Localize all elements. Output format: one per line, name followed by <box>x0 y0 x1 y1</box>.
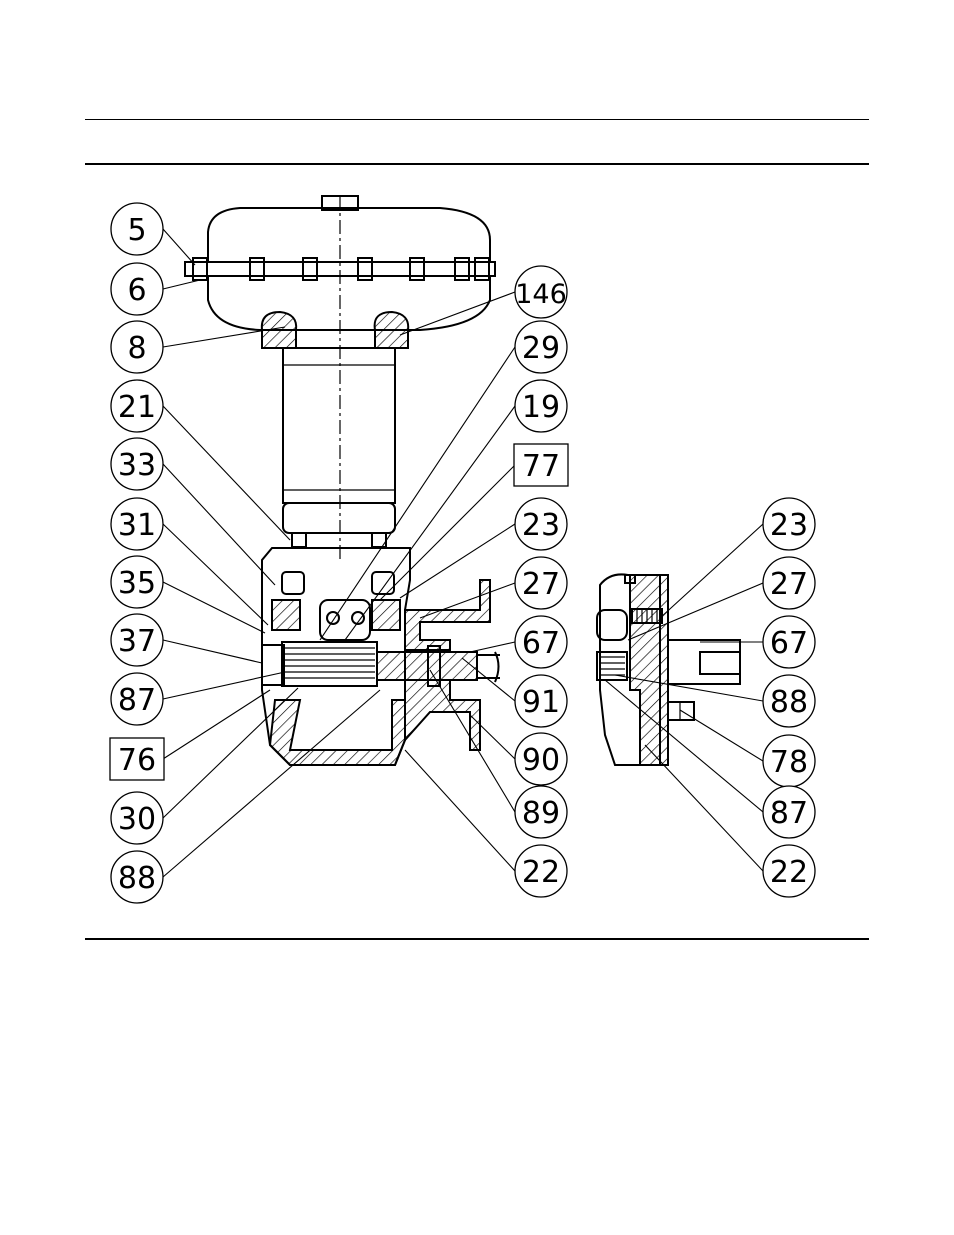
leader-m67 <box>470 642 515 652</box>
callout-label-r88: 88 <box>770 685 808 720</box>
leader-m22 <box>405 750 515 871</box>
diaphragm-case-bottom <box>208 276 490 330</box>
leader-m146 <box>400 292 515 335</box>
callout-label-c76: 76 <box>118 743 156 778</box>
leader-c5 <box>163 229 195 265</box>
callout-label-r22: 22 <box>770 855 808 890</box>
leader-c6 <box>163 280 200 289</box>
callout-label-r87: 87 <box>770 796 808 831</box>
callout-label-r23: 23 <box>770 508 808 543</box>
callout-label-c88: 88 <box>118 861 156 896</box>
callout-label-m146: 146 <box>515 279 567 310</box>
leader-c76 <box>163 690 270 759</box>
leader-c21 <box>163 406 290 540</box>
leader-c31 <box>163 524 268 625</box>
callout-label-c37: 37 <box>118 624 156 659</box>
callout-balloons: 5 6 8 21 33 31 35 37 87 76 30 88 146 29 19 77 23 27 67 91 90… <box>110 203 815 903</box>
diaphragm-case-top <box>208 208 490 262</box>
spring-tube <box>283 348 395 503</box>
callout-label-m67: 67 <box>522 626 560 661</box>
callout-label-c87: 87 <box>118 683 156 718</box>
callout-label-r78: 78 <box>770 745 808 780</box>
callout-label-c21: 21 <box>118 390 156 425</box>
mounting-bracket <box>405 580 490 650</box>
detail-view <box>597 574 740 765</box>
callout-label-m91: 91 <box>522 685 560 720</box>
callout-label-r27: 27 <box>770 567 808 602</box>
spline-lines <box>284 648 375 678</box>
callout-label-m27: 27 <box>522 567 560 602</box>
callout-label-c33: 33 <box>118 448 156 483</box>
leader-m23 <box>400 524 515 598</box>
callout-label-m22: 22 <box>522 855 560 890</box>
callout-label-m89: 89 <box>522 796 560 831</box>
leader-r23 <box>660 524 763 618</box>
leader-c88 <box>163 690 380 877</box>
leader-c33 <box>163 464 275 585</box>
leader-lines <box>163 229 763 877</box>
detail-shaft <box>668 640 740 684</box>
callout-label-m19: 19 <box>522 390 560 425</box>
callout-label-m90: 90 <box>522 743 560 778</box>
main-assembly <box>185 195 500 765</box>
callout-label-m29: 29 <box>522 331 560 366</box>
callout-label-c8: 8 <box>127 331 146 366</box>
callout-label-m77: 77 <box>522 449 560 484</box>
callout-label-c5: 5 <box>127 213 146 248</box>
leader-r22 <box>645 745 763 871</box>
callout-label-c6: 6 <box>127 273 146 308</box>
callout-label-c30: 30 <box>118 802 156 837</box>
leader-m77 <box>380 465 515 600</box>
callout-label-c35: 35 <box>118 566 156 601</box>
callout-label-r67: 67 <box>770 626 808 661</box>
callout-label-m23: 23 <box>522 508 560 543</box>
leader-c37 <box>163 640 262 663</box>
callout-label-c31: 31 <box>118 508 156 543</box>
shaft-cap <box>262 645 284 685</box>
tube-collar <box>283 503 395 533</box>
